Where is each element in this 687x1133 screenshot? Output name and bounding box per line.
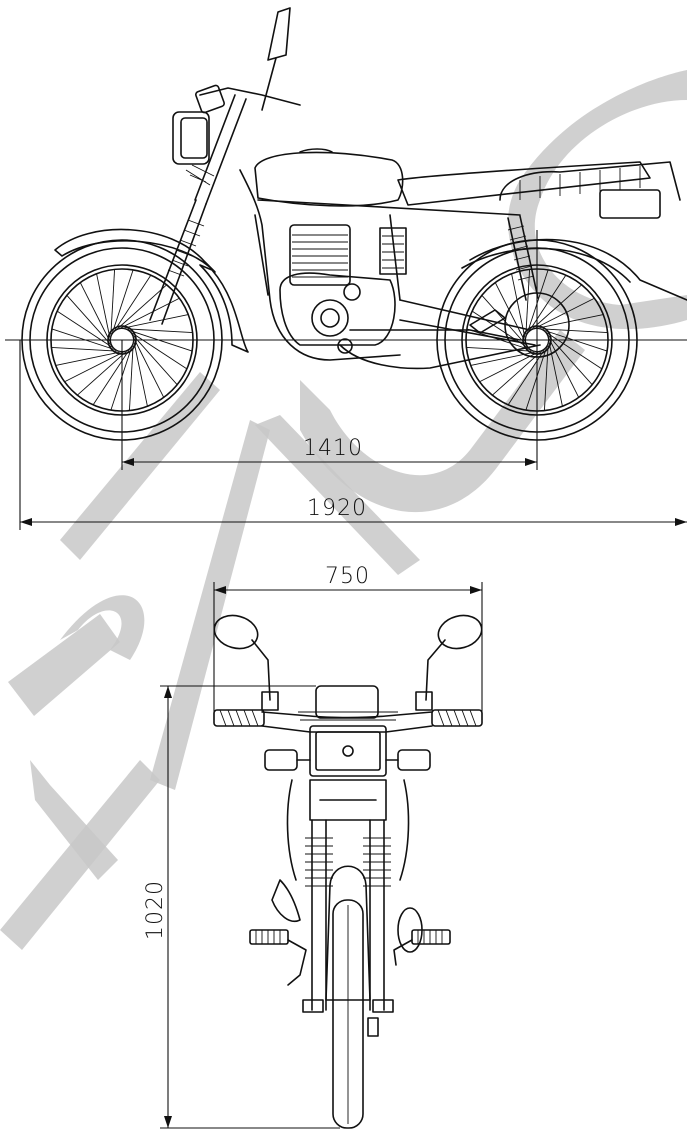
fuel-tank bbox=[254, 151, 404, 207]
rear-shock bbox=[507, 215, 539, 301]
wheel-spoke bbox=[55, 349, 129, 366]
left-grip bbox=[213, 709, 265, 727]
swingarm bbox=[399, 299, 531, 331]
wheel-spoke bbox=[127, 329, 178, 385]
wheel-spoke bbox=[118, 327, 193, 334]
height-dimension: 1020 bbox=[143, 685, 340, 1129]
wheel-spoke bbox=[96, 273, 113, 347]
overall-length-dimension: 1920 bbox=[19, 340, 687, 530]
wheel-spoke bbox=[533, 327, 608, 334]
wheel-spoke bbox=[124, 328, 188, 370]
wheel-spoke bbox=[109, 269, 134, 341]
watermark bbox=[0, 70, 687, 950]
wheel-spoke bbox=[128, 336, 135, 411]
wheel-spoke bbox=[530, 314, 604, 331]
wheel-spoke bbox=[466, 346, 541, 353]
wheel-spoke bbox=[524, 269, 531, 344]
wheel-spoke bbox=[79, 282, 114, 349]
right-mirror bbox=[425, 614, 483, 701]
wheelbase-label: 1410 bbox=[303, 436, 363, 461]
side-view bbox=[5, 7, 687, 441]
wheel-spoke bbox=[110, 274, 152, 338]
wheel-spoke bbox=[525, 274, 567, 338]
engine bbox=[279, 224, 407, 354]
seat bbox=[397, 161, 651, 206]
wheel-spoke bbox=[470, 349, 544, 366]
front-fender-front bbox=[325, 865, 371, 1001]
height-label: 1020 bbox=[143, 880, 168, 940]
wheel-spoke bbox=[111, 284, 167, 335]
left-footpeg bbox=[249, 879, 307, 986]
front-fork bbox=[149, 94, 247, 325]
wheel-spoke bbox=[51, 346, 126, 353]
front-tire bbox=[332, 899, 364, 1129]
front-headlight bbox=[309, 725, 387, 777]
width-label: 750 bbox=[325, 564, 370, 589]
wheel-spoke bbox=[543, 336, 550, 411]
front-view bbox=[213, 614, 483, 1129]
wheel-spoke bbox=[507, 342, 549, 406]
exhaust bbox=[339, 344, 541, 370]
front-fork-front bbox=[302, 779, 394, 1013]
wheel-spoke bbox=[66, 295, 117, 351]
wheel-spoke bbox=[479, 348, 546, 383]
wheel-spoke bbox=[113, 297, 180, 332]
wheel-spoke bbox=[526, 284, 582, 335]
front-handlebar bbox=[261, 711, 433, 719]
frame bbox=[239, 169, 521, 361]
left-mirror bbox=[213, 614, 271, 701]
wheel-spoke bbox=[542, 329, 593, 385]
mirror bbox=[261, 7, 291, 111]
wheel-spoke bbox=[131, 333, 148, 407]
wheelbase-dimension: 1410 bbox=[121, 230, 538, 470]
right-turn-signal bbox=[397, 749, 431, 771]
wheel-spoke bbox=[545, 331, 580, 398]
wheel-spoke bbox=[109, 269, 116, 344]
footrest bbox=[469, 309, 506, 334]
right-footpeg bbox=[393, 907, 451, 966]
wheel-spoke bbox=[130, 331, 165, 398]
handlebar bbox=[199, 87, 301, 106]
instrument-cluster bbox=[315, 685, 379, 719]
wheel-spoke bbox=[92, 342, 134, 406]
headlight bbox=[172, 111, 215, 186]
luggage-rack bbox=[499, 161, 681, 219]
wheel-spoke bbox=[481, 295, 532, 351]
front-fender-tail bbox=[199, 264, 249, 353]
left-turn-signal bbox=[264, 749, 298, 771]
wheel-spoke bbox=[494, 282, 529, 349]
wheel-spoke bbox=[539, 328, 603, 370]
right-grip bbox=[431, 709, 483, 727]
wheel-spoke bbox=[56, 310, 120, 352]
wheel-spoke bbox=[492, 345, 548, 396]
wheel-spoke bbox=[64, 348, 131, 383]
wheel-spoke bbox=[77, 345, 133, 396]
width-dimension: 750 bbox=[213, 564, 483, 720]
wheel-spoke bbox=[528, 297, 595, 332]
front-fender bbox=[54, 228, 216, 273]
wheel-spoke bbox=[511, 273, 528, 347]
wheel-spoke bbox=[546, 333, 563, 407]
wheel-spoke bbox=[115, 314, 189, 331]
overall-length-label: 1920 bbox=[307, 496, 367, 521]
rear-fender bbox=[469, 238, 687, 301]
